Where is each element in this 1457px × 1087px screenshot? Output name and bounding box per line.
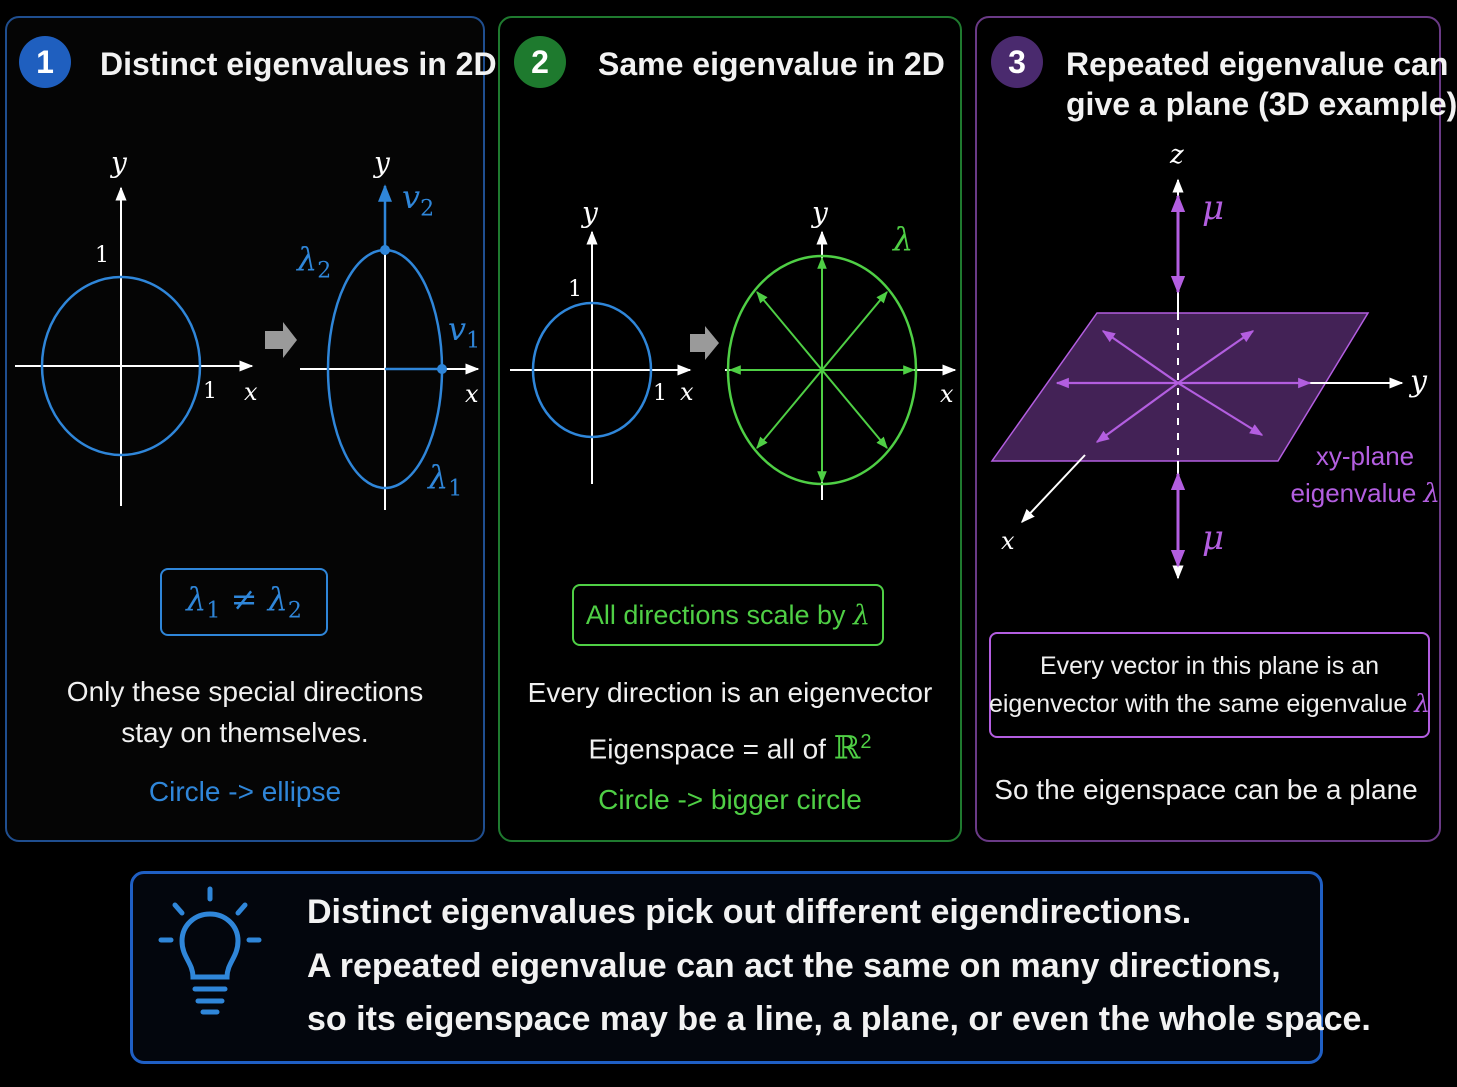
step-badge-3: 3: [991, 36, 1043, 88]
y-axis-label: y: [812, 196, 828, 229]
v2-symbol: v: [402, 178, 421, 216]
scaling-lambda: λ: [853, 599, 871, 631]
plane-name: xy-plane: [1315, 441, 1415, 471]
lightbulb-icon: [158, 886, 262, 1015]
formula-lambda-2: λ: [267, 580, 288, 619]
box-line-2: eigenvector with the same eigenvalue λ: [989, 685, 1430, 723]
mu-label-top: μ: [1202, 188, 1225, 228]
y-axis-label: y: [582, 196, 598, 229]
panel-title-line-1: Repeated eigenvalue can: [1066, 46, 1449, 82]
description-line-1: Every direction is an eigenvector: [527, 677, 933, 708]
plane-label-line-2: eigenvalue λ: [1280, 478, 1440, 509]
panel-caption: Circle -> bigger circle: [598, 784, 862, 815]
lambda2-label: λ2: [297, 240, 331, 283]
step-number: 2: [531, 43, 549, 80]
lambda-label: λ: [893, 220, 914, 258]
tick-one-x: 1: [203, 379, 217, 404]
v2-label: v2: [402, 178, 434, 221]
mu-label-bottom: μ: [1202, 518, 1225, 558]
eigenspace-text: Eigenspace = all of: [588, 733, 834, 765]
lambda1-symbol: λ: [428, 458, 449, 496]
step-badge-1: 1: [19, 36, 71, 88]
panel-caption: So the eigenspace can be a plane: [994, 774, 1418, 805]
lambda1-subscript: 1: [448, 476, 463, 502]
y-axis-label: y: [1410, 364, 1427, 399]
real-numbers-symbol: ℝ: [833, 728, 861, 767]
x-axis-label: x: [680, 378, 694, 406]
v1-subscript: 1: [466, 328, 481, 354]
formula-box: λ1 ≠ λ2: [160, 568, 328, 636]
z-axis-label: z: [1170, 140, 1184, 170]
summary-callout: [130, 871, 1323, 1064]
scaling-label: All directions scale by: [585, 599, 853, 630]
lambda2-symbol: λ: [297, 240, 318, 278]
scaling-box: All directions scale by λ: [572, 584, 884, 646]
step-number: 3: [1008, 43, 1026, 80]
panel-title-line-2: give a plane (3D example): [1066, 86, 1457, 122]
summary-line-1: Distinct eigenvalues pick out different …: [307, 893, 1192, 931]
summary-line-2: A repeated eigenvalue can act the same o…: [307, 947, 1281, 985]
lambda2-subscript: 2: [317, 258, 332, 284]
description-line-1: Only these special directions: [66, 676, 424, 707]
box-line-1: Every vector in this plane is an: [1039, 652, 1380, 680]
panel-caption: Circle -> ellipse: [148, 776, 342, 807]
step-badge-2: 2: [514, 36, 566, 88]
formula: λ1 ≠ λ2: [186, 580, 302, 623]
plane-eigenvector-box: Every vector in this plane is an eigenve…: [989, 632, 1430, 738]
tick-one-y: 1: [568, 277, 582, 302]
step-number: 1: [36, 43, 54, 80]
x-axis-label: x: [1001, 527, 1015, 555]
formula-not-equal: ≠: [220, 580, 268, 619]
panel-title: Distinct eigenvalues in 2D: [100, 46, 497, 82]
plane-lambda: λ: [1423, 479, 1440, 509]
panel-title: Same eigenvalue in 2D: [598, 46, 945, 82]
lambda1-label: λ1: [428, 458, 462, 501]
tick-one-x: 1: [653, 381, 667, 406]
y-axis-label: y: [111, 146, 127, 179]
panel-eigenvalue-plane: [975, 16, 1441, 842]
real-numbers-exponent: 2: [860, 731, 872, 753]
formula-lambda-1: λ: [186, 580, 207, 619]
panel-same-eigenvalue: [498, 16, 962, 842]
y-axis-label: y: [374, 146, 390, 179]
formula-sub-1: 1: [206, 598, 221, 624]
x-axis-label: x: [244, 378, 258, 406]
x-axis-label: x: [465, 380, 479, 408]
v1-symbol: v: [448, 310, 467, 348]
formula-sub-2: 2: [287, 598, 302, 624]
x-axis-label: x: [940, 380, 954, 408]
description-line-2: stay on themselves.: [121, 717, 369, 748]
plane-label-line-1: xy-plane: [1290, 441, 1440, 472]
scaling-text: All directions scale by λ: [586, 600, 870, 631]
description-line-2: Eigenspace = all of ℝ2: [498, 722, 962, 769]
summary-line-3: so its eigenspace may be a line, a plane…: [307, 1000, 1371, 1038]
v1-label: v1: [448, 310, 480, 353]
tick-one-y: 1: [95, 243, 109, 268]
box-lambda: λ: [1414, 689, 1431, 718]
v2-subscript: 2: [420, 196, 435, 222]
box-line-2-text: eigenvector with the same eigenvalue: [988, 690, 1415, 718]
plane-eigenvalue-text: eigenvalue: [1290, 478, 1424, 508]
